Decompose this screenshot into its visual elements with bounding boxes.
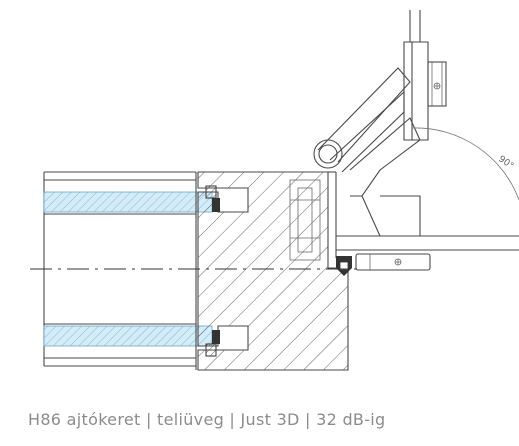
angle-label: 90° <box>496 154 515 171</box>
frame-profile <box>195 171 349 371</box>
hinge-linkage <box>313 67 421 197</box>
glass-seal-top <box>205 185 220 212</box>
glass-pane-top <box>43 191 213 213</box>
drawing-caption: H86 ajtókeret | teliüveg | Just 3D | 32 … <box>28 410 386 429</box>
frame-insert <box>289 179 321 261</box>
hinge-arm <box>403 10 447 141</box>
technical-section-drawing: 90° <box>30 10 519 371</box>
glass-panel <box>43 171 213 367</box>
glass-pane-bottom <box>43 325 213 347</box>
glass-seal-bottom <box>205 330 220 357</box>
door-seal <box>336 256 352 276</box>
door-leaf <box>336 195 519 271</box>
